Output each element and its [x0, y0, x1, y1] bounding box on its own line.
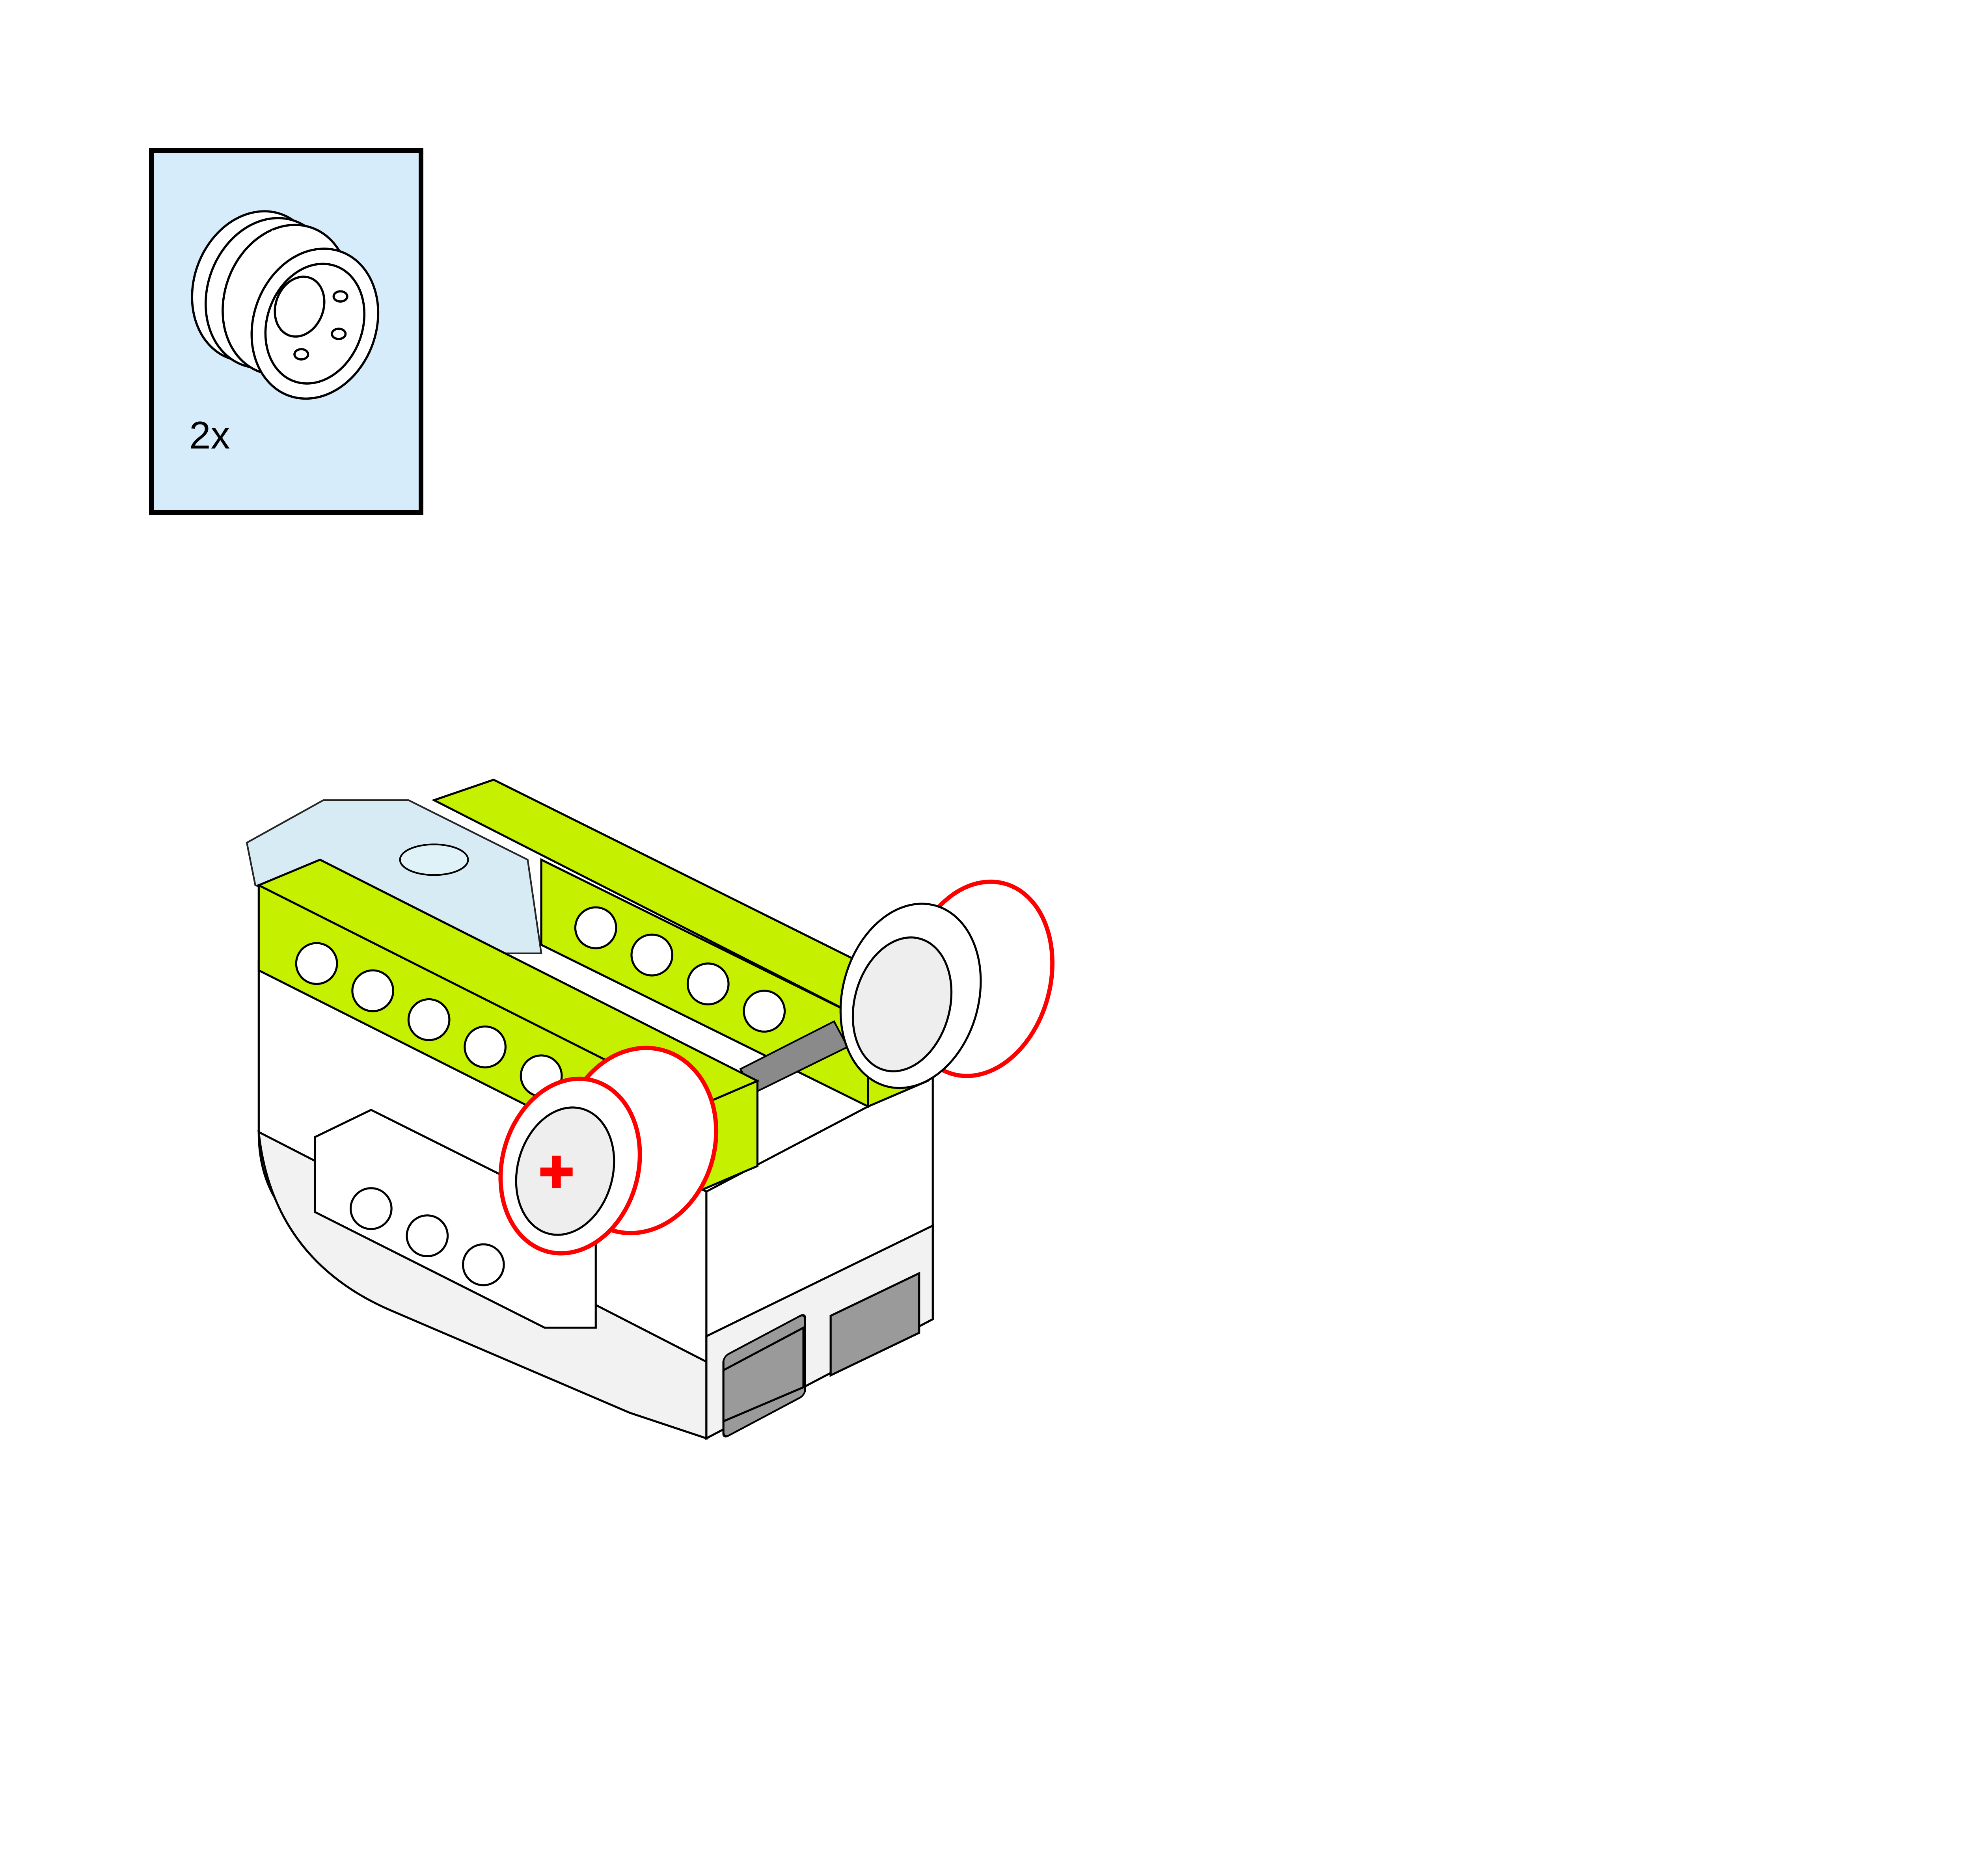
wheel-rim-part-icon	[191, 210, 380, 400]
wheel-front: ✚	[498, 1046, 719, 1256]
transparent-brick	[246, 799, 542, 955]
hub-body	[257, 960, 934, 1440]
parts-callout: 2x	[149, 148, 423, 515]
part-quantity: 2x	[189, 413, 230, 457]
svg-text:✚: ✚	[538, 1148, 575, 1198]
wheel-back	[839, 879, 1055, 1089]
